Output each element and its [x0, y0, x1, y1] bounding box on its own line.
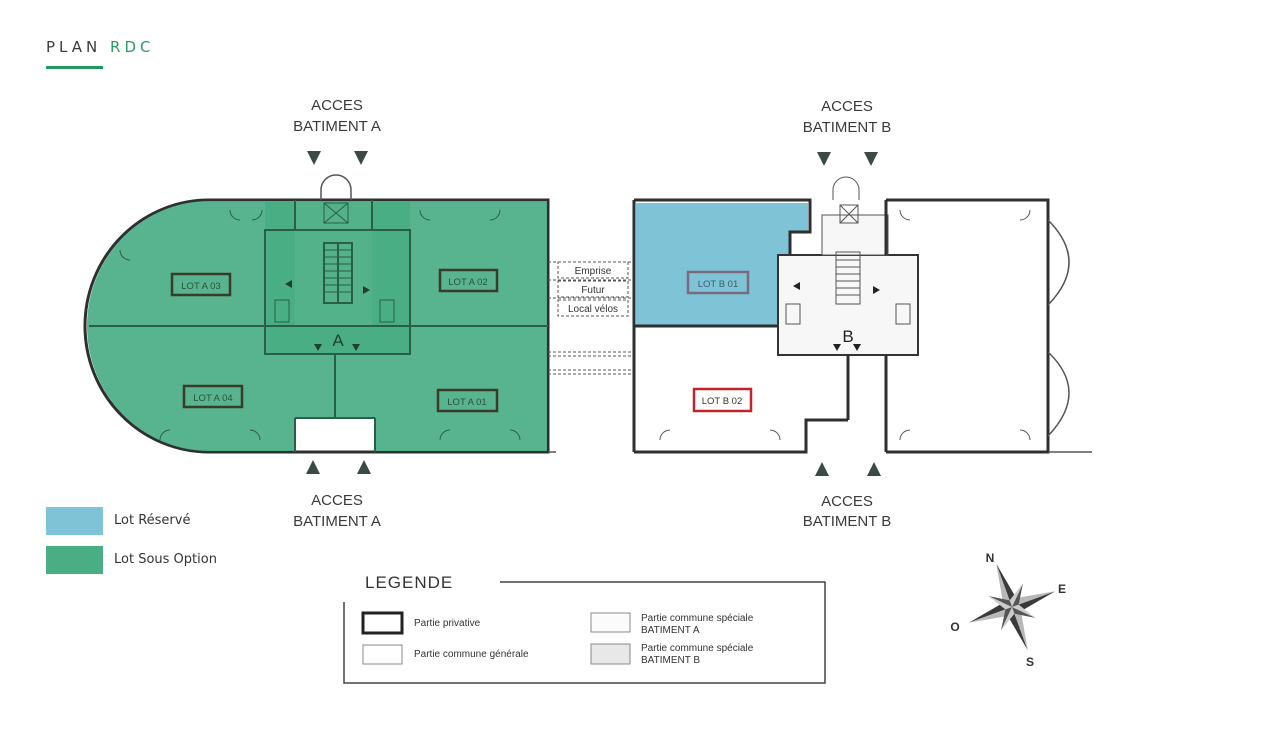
page-title-main: PLAN	[46, 38, 102, 56]
access-arrow-up-icon	[867, 462, 881, 476]
access-b-bottom-line1: ACCES	[821, 493, 873, 510]
legend-commune-b-line2: BATIMENT B	[641, 655, 700, 666]
lot-b02-label: LOT B 02	[702, 396, 743, 407]
title-underline	[46, 66, 103, 69]
access-arrow-up-icon	[815, 462, 829, 476]
legend-commune-a-line1: Partie commune spéciale	[641, 613, 754, 624]
access-a-top-line1: ACCES	[311, 97, 363, 114]
legend-commune-a-line2: BATIMENT A	[641, 625, 700, 636]
core-a-label: A	[332, 331, 344, 350]
access-arrow-down-icon	[307, 151, 321, 165]
access-b-top-line1: ACCES	[821, 98, 873, 115]
legend-swatch-sous-option	[46, 546, 103, 574]
legend-lot-sous-option: Lot Sous Option	[46, 546, 286, 574]
lot-b01-label: LOT B 01	[698, 279, 739, 290]
bridge: Emprise Futur Local vélos	[548, 261, 632, 375]
lot-a01-label: LOT A 01	[447, 397, 486, 408]
access-a-top-line2: BATIMENT A	[293, 118, 381, 135]
bridge-futur-label: Futur	[581, 285, 605, 296]
access-markers: ACCES BATIMENT A ACCES BATIMENT B ACCES …	[293, 97, 891, 530]
building-b: B LOT B 01 LOT B 02	[548, 176, 1092, 454]
lot-b01-area[interactable]	[636, 203, 808, 326]
lot-a01-area[interactable]	[335, 326, 547, 451]
access-b-top-line2: BATIMENT B	[803, 119, 892, 136]
lot-a02-label: LOT A 02	[448, 277, 487, 288]
access-arrow-down-icon	[864, 152, 878, 166]
access-b-bottom-line2: BATIMENT B	[803, 513, 892, 530]
access-a-bottom-line1: ACCES	[311, 492, 363, 509]
compass-n: N	[986, 551, 995, 565]
lot-a03-area[interactable]	[87, 201, 295, 326]
legend-partie-privative: Partie privative	[414, 618, 481, 629]
plan-legend: LEGENDE Partie privative Partie commune …	[343, 573, 826, 684]
plan-legend-title: LEGENDE	[365, 573, 453, 592]
compass-e: E	[1058, 582, 1066, 596]
page-title: PLAN RDC	[46, 38, 154, 56]
access-a-bottom-line2: BATIMENT A	[293, 513, 381, 530]
building-a: LOT A 03 LOT A 02 LOT A 04 LOT A 01 A	[83, 174, 550, 454]
legend-commune-b-line1: Partie commune spéciale	[641, 643, 754, 654]
page-title-accent: RDC	[110, 38, 155, 56]
core-b-label: B	[842, 327, 853, 346]
legend-lot-reserve: Lot Réservé	[46, 507, 286, 535]
lot-a04-area[interactable]	[87, 326, 335, 451]
bridge-local-velos-label: Local vélos	[568, 304, 618, 315]
bridge-emprise-label: Emprise	[575, 266, 612, 277]
access-arrow-down-icon	[817, 152, 831, 166]
compass-s: S	[1026, 655, 1034, 669]
access-arrow-down-icon	[354, 151, 368, 165]
legend-label-sous-option: Lot Sous Option	[114, 552, 217, 567]
compass-rose-icon	[968, 563, 1056, 651]
compass-o: O	[950, 620, 959, 634]
access-arrow-up-icon	[306, 460, 320, 474]
legend-swatch-reserve	[46, 507, 103, 535]
access-arrows	[306, 151, 881, 476]
lot-a04-label: LOT A 04	[193, 393, 232, 404]
lot-a03-label: LOT A 03	[181, 281, 220, 292]
access-arrow-up-icon	[357, 460, 371, 474]
legend-label-reserve: Lot Réservé	[114, 513, 191, 528]
legend-partie-commune-generale: Partie commune générale	[414, 649, 529, 660]
